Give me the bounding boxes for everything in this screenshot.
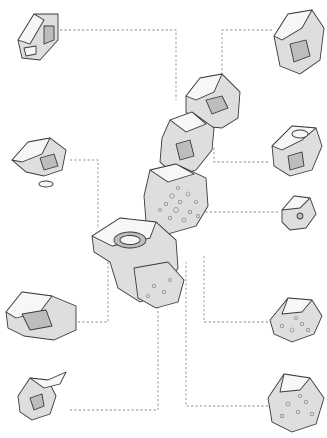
leader-line-lower-left (78, 256, 108, 322)
model-lower-base-cavity-inner (120, 236, 140, 245)
central-assembled-model (92, 74, 240, 308)
fragment-lower-right (270, 298, 322, 342)
leader-line-top-right (222, 30, 272, 82)
fragment-bottom-left (18, 372, 66, 420)
fragment-top-right (274, 10, 324, 74)
fragment-middle-right (282, 196, 316, 230)
leader-line-bottom-right (186, 262, 268, 406)
fragment-bottom-right (268, 374, 324, 432)
fragment-upper-left (12, 138, 66, 187)
leader-line-upper-left (70, 160, 98, 228)
leader-line-upper-right (214, 146, 268, 162)
fragment-lower-left (6, 292, 76, 340)
leader-line-lower-right (204, 254, 268, 322)
fragment-upper-right (272, 126, 322, 176)
fragment-top-left (18, 14, 58, 60)
leader-line-top-left (60, 30, 176, 100)
